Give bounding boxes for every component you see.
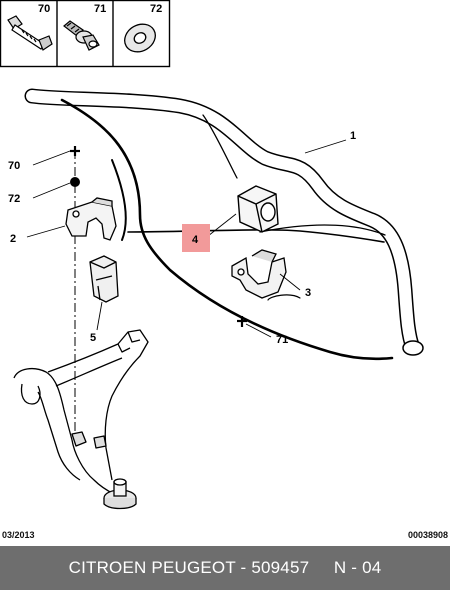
callout-70: 70: [8, 160, 20, 172]
subframe-outline: [60, 98, 394, 361]
diagram-date: 03/2013: [2, 530, 35, 540]
bolt-position-marker: [70, 146, 80, 156]
washer-icon: [124, 23, 156, 53]
clamp-part: [231, 249, 287, 299]
bolt-icon: [7, 15, 53, 51]
stabilizer-bar: [24, 88, 424, 356]
callout-4-highlight: [182, 224, 210, 252]
legend-ref-72: 72: [150, 3, 162, 15]
part-caption-bar: CITROEN PEUGEOT - 509457 N - 04: [0, 546, 450, 590]
document-number: 00038908: [407, 530, 448, 540]
screw-position-marker: [237, 316, 247, 327]
callout-5: 5: [90, 332, 96, 344]
bar-bushing-part: [237, 185, 279, 233]
bracket-part: [65, 197, 117, 241]
lower-bushing-part: [89, 255, 119, 303]
callout-labels: 70 72 2 5 4 1 3 71: [8, 130, 356, 346]
callout-71: 71: [276, 334, 288, 346]
callout-72: 72: [8, 193, 20, 205]
callout-1: 1: [350, 130, 356, 142]
legend-ref-70: 70: [38, 3, 50, 15]
callout-2: 2: [10, 233, 16, 245]
legend-ref-71: 71: [94, 3, 106, 15]
washer-position-marker: [70, 177, 80, 187]
leader-lines: [26, 139, 347, 338]
hardware-legend: 70 71 72: [0, 0, 171, 68]
ball-joint: [103, 478, 137, 510]
flanged-screw-icon: [63, 20, 100, 51]
callout-4: 4: [192, 234, 199, 246]
callout-3: 3: [305, 287, 311, 299]
control-arm: [13, 329, 149, 495]
part-caption: CITROEN PEUGEOT - 509457 N - 04: [68, 558, 382, 577]
